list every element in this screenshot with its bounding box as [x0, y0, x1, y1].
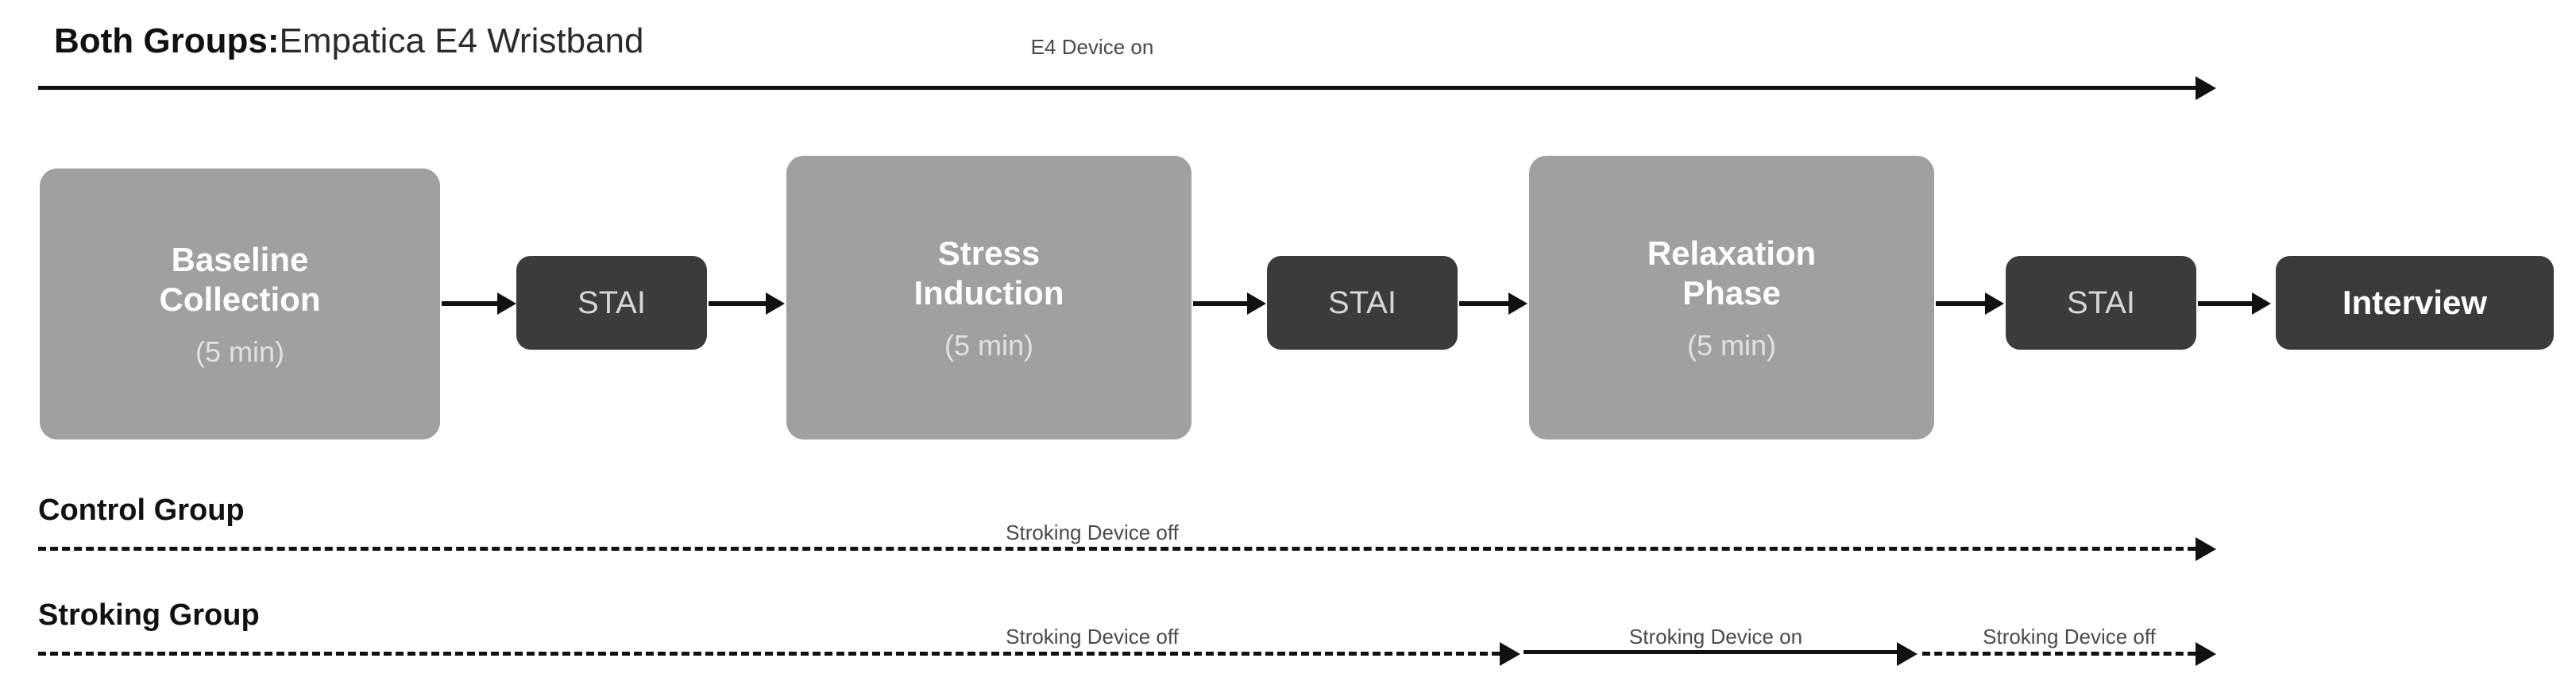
stroking-group-label: Stroking Group — [38, 598, 260, 632]
assessment-label-stai-1: STAI — [577, 285, 646, 320]
stroking-group-segment-2-line — [1524, 650, 1897, 654]
phase-box-stress-induction[interactable]: Stress Induction (5 min) — [786, 156, 1191, 439]
control-group-timeline-arrowhead — [2196, 537, 2216, 561]
phase-title-relaxation-phase: Relaxation Phase — [1647, 234, 1817, 312]
assessment-box-stai-2[interactable]: STAI — [1267, 256, 1458, 350]
phase-duration-stress-induction: (5 min) — [944, 328, 1033, 362]
connector-arrowhead-6 — [2252, 292, 2271, 315]
phase-duration-relaxation-phase: (5 min) — [1686, 328, 1776, 362]
assessment-box-stai-3[interactable]: STAI — [2006, 256, 2196, 350]
phase-duration-baseline-collection: (5 min) — [195, 335, 284, 368]
connector-line-6 — [2198, 301, 2252, 306]
phase-title-baseline-collection: Baseline Collection — [159, 240, 321, 318]
both-groups-header: Both Groups:Empatica E4 Wristband E4 Dev… — [0, 16, 2576, 72]
connector-arrowhead-4 — [1508, 292, 1527, 315]
connector-line-2 — [709, 301, 766, 306]
stroking-group-segment-3-arrowhead — [2196, 642, 2216, 666]
both-groups-label-strong: Both Groups: — [54, 21, 280, 60]
phase-box-baseline-collection[interactable]: Baseline Collection (5 min) — [40, 168, 440, 439]
stroking-group-segment-1-arrowhead — [1500, 642, 1520, 666]
connector-arrowhead-1 — [497, 292, 516, 315]
connector-line-3 — [1193, 301, 1247, 306]
stroking-group-segment-3-line — [1922, 652, 2196, 656]
both-groups-label-normal: Empatica E4 Wristband — [279, 21, 644, 60]
both-groups-timeline-arrowhead — [2196, 76, 2216, 100]
control-group-label: Control Group — [38, 494, 245, 527]
e4-device-on-annotation: E4 Device on — [1030, 35, 1154, 59]
assessment-label-stai-3: STAI — [2067, 285, 2135, 320]
stroking-group-annotation-3: Stroking Device off — [1983, 625, 2156, 648]
connector-line-4 — [1459, 301, 1508, 306]
stroking-group-segment-1-line — [38, 652, 1500, 656]
control-group-timeline-line — [38, 547, 2196, 551]
connector-line-5 — [1936, 301, 1985, 306]
interview-box[interactable]: Interview — [2276, 256, 2554, 350]
both-groups-label: Both Groups:Empatica E4 Wristband — [54, 21, 643, 62]
phase-box-relaxation-phase[interactable]: Relaxation Phase (5 min) — [1529, 156, 1934, 439]
stroking-group-segment-2-arrowhead — [1897, 642, 1918, 666]
control-group-annotation-1: Stroking Device off — [1006, 521, 1179, 544]
assessment-box-stai-1[interactable]: STAI — [516, 256, 707, 350]
interview-label: Interview — [2342, 284, 2488, 321]
assessment-label-stai-2: STAI — [1328, 285, 1396, 320]
connector-arrowhead-2 — [766, 292, 785, 315]
connector-line-1 — [442, 301, 497, 306]
stroking-group-annotation-2: Stroking Device on — [1628, 625, 1803, 648]
connector-arrowhead-3 — [1247, 292, 1266, 315]
both-groups-timeline-line — [38, 86, 2196, 90]
stroking-group-annotation-1: Stroking Device off — [1006, 625, 1179, 648]
phase-title-stress-induction: Stress Induction — [913, 234, 1064, 312]
connector-arrowhead-5 — [1985, 292, 2004, 315]
